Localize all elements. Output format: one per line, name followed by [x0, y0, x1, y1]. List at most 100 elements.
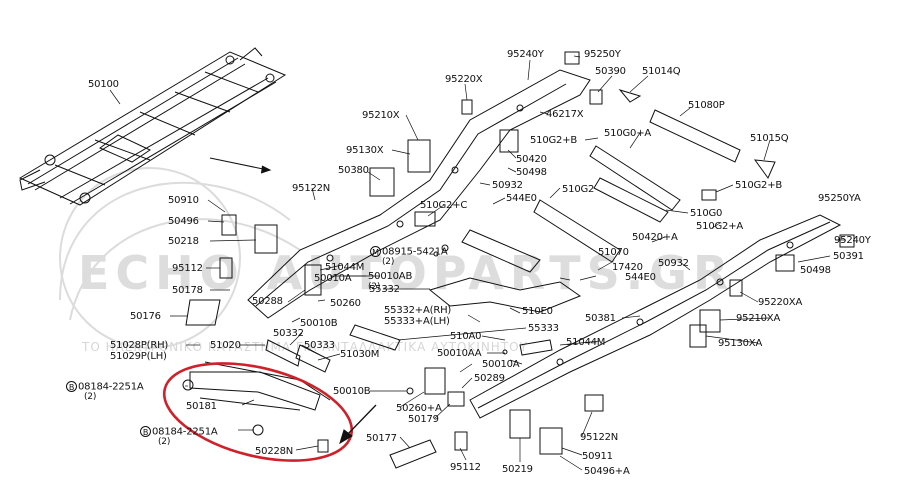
part-label-08184-1-qty: (2): [84, 392, 97, 402]
part-label-50177: 50177: [366, 433, 397, 444]
part-label-95130XA: 95130XA: [718, 338, 763, 349]
part-label-50260-A: 50260+A: [396, 403, 442, 414]
part-label-510G2-B-1: 510G2+B: [530, 135, 578, 146]
part-label-95210XA: 95210XA: [736, 313, 781, 324]
bracket-50228N: [317, 439, 329, 453]
part-label-51015Q: 51015Q: [750, 133, 789, 144]
part-label-50496: 50496: [168, 216, 199, 227]
part-label-95122N-2: 95122N: [580, 432, 619, 443]
part-label-50010A-2: 50010A: [482, 359, 520, 370]
part-label-50219: 50219: [502, 464, 533, 475]
crossmember-51080P: [649, 109, 741, 163]
part-label-08915-text: 08915-5421A: [382, 246, 448, 258]
part-label-50176: 50176: [130, 311, 161, 322]
part-label-95112-2: 95112: [450, 462, 481, 473]
nut-50010B: [406, 387, 414, 395]
bolt-symbol-icon: B: [66, 381, 77, 392]
part-label-50496-A: 50496+A: [584, 466, 630, 477]
part-label-50498-2: 50498: [800, 265, 831, 276]
part-label-50288: 50288: [252, 296, 283, 307]
bracket-95112-lower: [454, 431, 468, 451]
part-label-50010AA: 50010AA: [437, 348, 482, 359]
part-label-51044M-1: 51044M: [325, 262, 365, 273]
part-label-95122N-1: 95122N: [292, 183, 331, 194]
bracket-50260A: [424, 367, 446, 395]
part-label-50391: 50391: [833, 251, 864, 262]
part-label-08184-2-qty: (2): [158, 437, 171, 447]
part-label-08184-1-text: 08184-2251A: [78, 381, 144, 393]
leader-lines: [109, 55, 846, 471]
part-label-50932-1: 50932: [492, 180, 523, 191]
bracket-95220XA: [729, 279, 743, 297]
part-label-50179: 50179: [408, 414, 439, 425]
part-label-46217X: 46217X: [546, 109, 584, 120]
part-label-50420: 50420: [516, 154, 547, 165]
part-label-55332-A-RH: 55332+A(RH): [384, 305, 452, 316]
bracket-50496A: [539, 427, 563, 455]
part-label-51020: 51020: [210, 340, 241, 351]
part-label-50260: 50260: [330, 298, 361, 309]
bracket-95240Y-rh: [839, 234, 855, 248]
part-label-50178: 50178: [172, 285, 203, 296]
bolt-08184-lower: [252, 424, 264, 436]
bracket-50218: [254, 224, 278, 254]
bracket-95130XA: [689, 324, 707, 348]
part-label-95240Y-2: 95240Y: [834, 235, 871, 246]
part-label-510G2-B-2: 510G2+B: [735, 180, 783, 191]
part-label-50910: 50910: [168, 195, 199, 206]
bracket-55333: [349, 324, 401, 351]
part-label-510E0: 510E0: [522, 306, 553, 317]
nut-50010AA: [502, 349, 508, 355]
part-label-95112-1: 95112: [172, 263, 203, 274]
watermark-swirl: [59, 167, 301, 349]
part-label-510G0-A: 510G0+A: [604, 128, 652, 139]
bracket-50390: [589, 89, 603, 105]
bracket-50420: [499, 129, 519, 153]
bracket-51014Q: [618, 89, 642, 103]
part-label-95240Y: 95240Y: [507, 49, 544, 60]
frame-assembly-drawing: [18, 47, 287, 206]
part-label-17420: 17420: [612, 262, 643, 273]
part-label-50100: 50100: [88, 79, 119, 90]
part-label-544E0-1: 544E0: [506, 193, 537, 204]
part-label-50010B-2: 50010B: [333, 386, 371, 397]
part-label-50932-2: 50932: [658, 258, 689, 269]
part-label-55333-A-LH: 55333+A(LH): [384, 316, 450, 327]
part-label-510G2-A: 510G2+A: [696, 221, 744, 232]
part-label-50381: 50381: [585, 313, 616, 324]
bracket-50179: [447, 391, 465, 407]
part-label-08184-2-text: 08184-2251A: [152, 426, 218, 438]
part-label-510G0: 510G0: [690, 208, 723, 219]
bracket-50496: [221, 214, 237, 236]
part-label-95250YA: 95250YA: [818, 193, 861, 204]
bracket-95112-upper: [219, 257, 233, 279]
part-label-544E0-2: 544E0: [625, 272, 656, 283]
bracket-95122N-lh: [584, 394, 604, 412]
part-label-95220X: 95220X: [445, 74, 483, 85]
part-label-50498-1: 50498: [516, 167, 547, 178]
part-label-95210X: 95210X: [362, 110, 400, 121]
bracket-95250Y: [564, 51, 580, 65]
bracket-50177: [389, 439, 437, 469]
part-label-50289: 50289: [474, 373, 505, 384]
part-label-95220XA: 95220XA: [758, 297, 803, 308]
part-label-51030M: 51030M: [340, 349, 380, 360]
washer-symbol-icon: M: [370, 246, 381, 257]
callout-arrow: [345, 404, 377, 437]
bracket-50219: [509, 409, 531, 439]
part-label-51014Q: 51014Q: [642, 66, 681, 77]
part-label-50010B-1: 50010B: [300, 318, 338, 329]
part-label-50010A-1: 50010A: [314, 273, 352, 284]
crossmember-510G0-A: [589, 145, 681, 211]
bracket-510G2-B: [701, 189, 717, 201]
part-label-50218: 50218: [168, 236, 199, 247]
part-label-50010AB-qty: (2): [368, 282, 381, 292]
part-label-55332: 55332: [369, 284, 400, 295]
bracket-95220X: [461, 99, 473, 115]
bracket-50176: [185, 299, 221, 326]
part-label-50390: 50390: [595, 66, 626, 77]
part-label-51044M-2: 51044M: [566, 337, 606, 348]
